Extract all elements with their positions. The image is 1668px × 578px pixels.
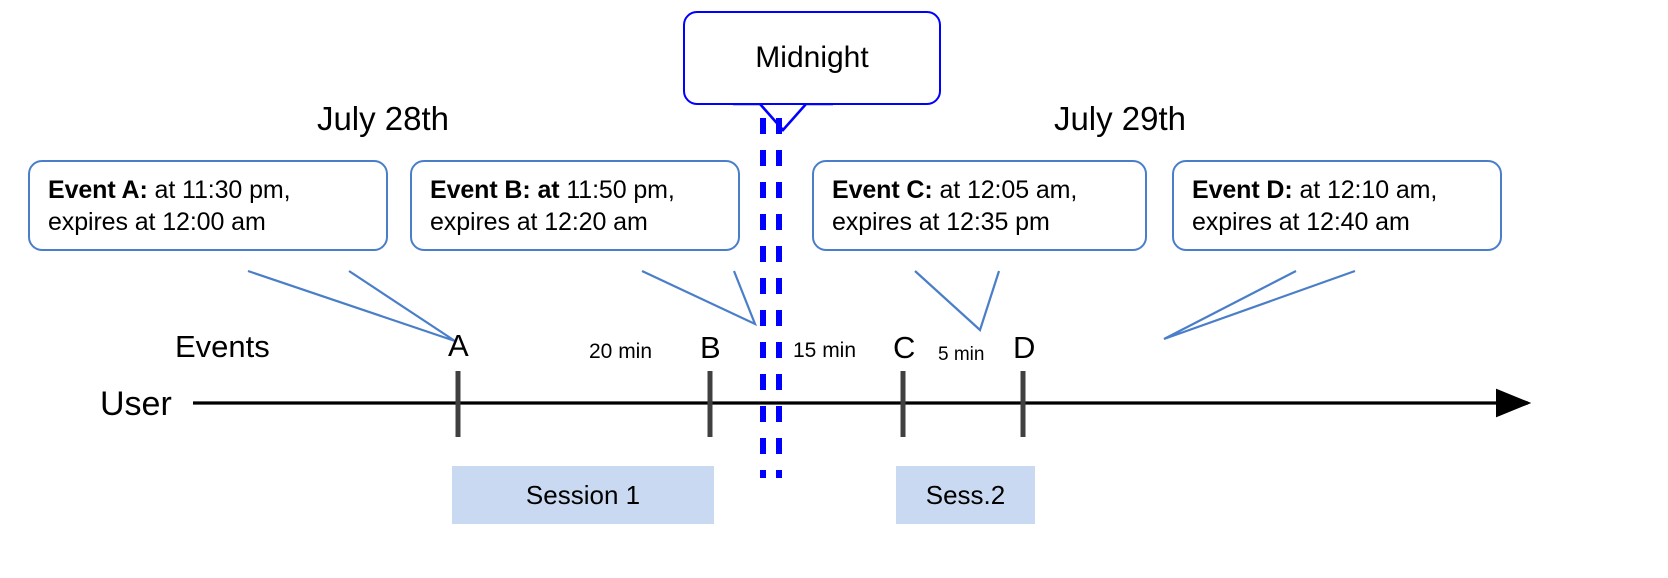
event-b-leader: [641, 270, 758, 327]
midnight-label: Midnight: [755, 41, 869, 74]
event-a-leader: [247, 269, 456, 343]
callout-event-a-expiry: expires at 12:00 am: [48, 207, 266, 236]
session-box-2: Sess.2: [896, 466, 1035, 524]
gap-label-5-min: 5 min: [938, 344, 985, 365]
event-d-leader: [1163, 269, 1356, 341]
session-2-label: Sess.2: [925, 479, 1006, 510]
callout-event-c: Event C: at 12:05 am, expires at 12:35 p…: [812, 160, 1147, 251]
event-marker-b: B: [700, 330, 721, 365]
callout-event-d-expiry: expires at 12:40 am: [1192, 207, 1410, 236]
event-marker-d: D: [1013, 330, 1036, 365]
gap-label-15-min: 15 min: [793, 339, 857, 362]
row-label-user: User: [100, 385, 172, 423]
callout-event-a: Event A: at 11:30 pm, expires at 12:00 a…: [28, 160, 388, 251]
callout-event-b-title: Event B: at: [430, 175, 560, 204]
callout-event-a-title: Event A:: [48, 175, 148, 204]
midnight-callout: Midnight: [683, 11, 941, 105]
callout-event-c-expiry: expires at 12:35 pm: [832, 207, 1050, 236]
callout-event-b-expiry: expires at 12:20 am: [430, 207, 648, 236]
session-1-label: Session 1: [525, 479, 641, 510]
callout-event-d-time: at 12:10 am,: [1292, 175, 1438, 204]
gap-label-20-min: 20 min: [589, 340, 653, 363]
event-marker-c: C: [893, 330, 916, 365]
session-box-1: Session 1: [452, 466, 714, 524]
date-label-july-29: July 29th: [1053, 100, 1187, 137]
midnight-callout-tail: [733, 102, 833, 132]
callout-event-b: Event B: at 11:50 pm, expires at 12:20 a…: [410, 160, 740, 251]
event-c-leader: [914, 270, 1001, 332]
callout-event-d: Event D: at 12:10 am, expires at 12:40 a…: [1172, 160, 1502, 251]
date-label-july-28: July 28th: [316, 100, 450, 137]
callout-event-a-time: at 11:30 pm,: [147, 175, 291, 204]
callout-event-b-time: 11:50 pm,: [559, 175, 675, 204]
row-label-events: Events: [175, 329, 270, 364]
callout-event-c-time: at 12:05 am,: [932, 175, 1078, 204]
callout-event-c-title: Event C:: [832, 175, 933, 204]
callout-event-d-title: Event D:: [1192, 175, 1293, 204]
event-marker-a: A: [448, 328, 469, 363]
